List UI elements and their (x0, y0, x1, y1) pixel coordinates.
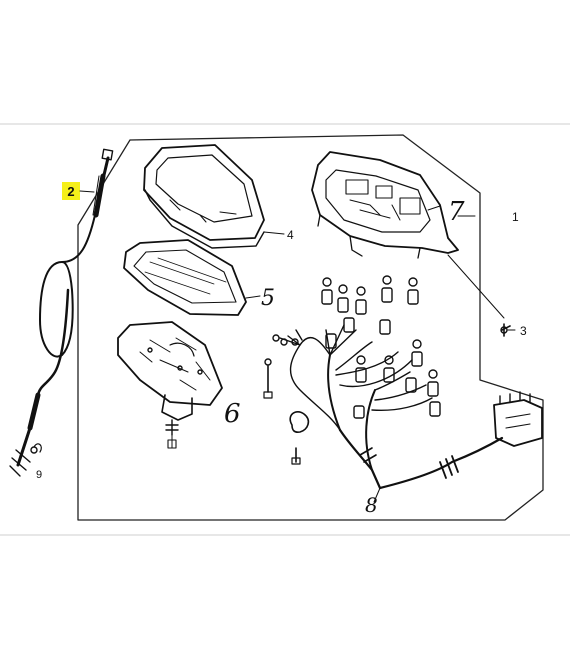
assembly-boundary (77, 134, 544, 521)
speedometer-cable (9, 148, 114, 477)
wiring-harness (272, 275, 543, 490)
meter-upper-case (143, 144, 265, 249)
part-label-2[interactable]: 2 (67, 184, 74, 199)
meter-lower-housing (311, 151, 459, 259)
part-label-9[interactable]: 9 (36, 469, 42, 481)
meter-face-gauge (117, 321, 223, 449)
meter-lens (123, 239, 247, 316)
part-label-8[interactable]: 8 (365, 493, 378, 517)
part-label-7[interactable]: 7 (448, 197, 465, 227)
part-label-6[interactable]: 6 (224, 399, 241, 429)
leader-lines (245, 205, 516, 503)
part-label-3[interactable]: 3 (520, 324, 527, 338)
part-label-5[interactable]: 5 (261, 286, 275, 311)
part-label-1[interactable]: 1 (512, 210, 519, 224)
screws-and-clips (263, 323, 511, 465)
part-labels: 2 1 3 4 5 6 7 8 9 (36, 182, 527, 517)
part-label-2-highlight (62, 182, 80, 200)
part-label-4[interactable]: 4 (287, 228, 294, 242)
